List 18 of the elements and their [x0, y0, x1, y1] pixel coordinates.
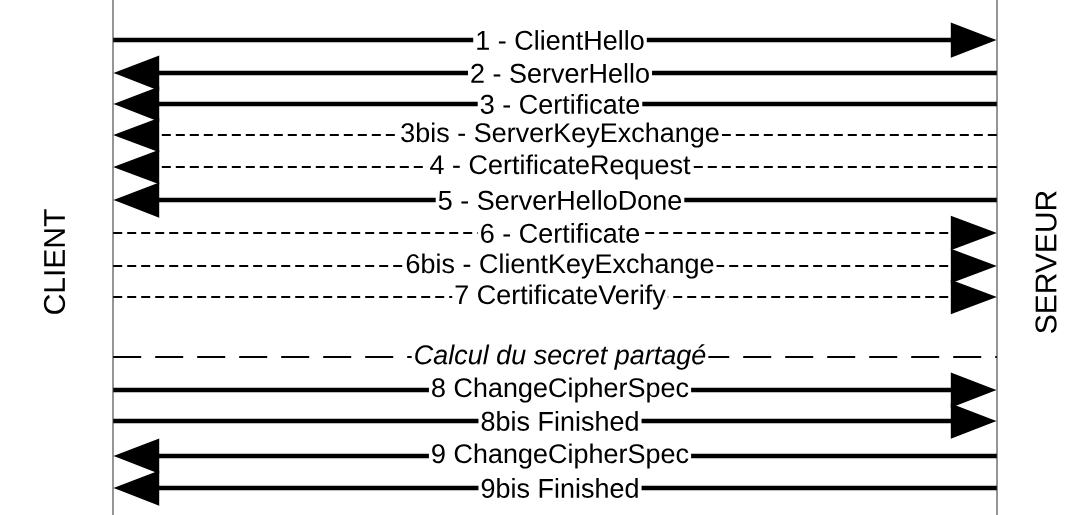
edge-label: 2 - ServerHello [468, 61, 653, 85]
edge-label: Calcul du secret partagé [411, 342, 709, 372]
edge-label: 3bis - ServerKeyExchange [398, 120, 722, 150]
actor-label: CLIENT [43, 209, 66, 314]
edge-label: 9 ChangeCipherSpec [428, 441, 692, 471]
edge-label: 3 - Certificate [477, 92, 643, 116]
edge-label: 8 ChangeCipherSpec [428, 375, 692, 405]
lifeline [996, 0, 998, 515]
edge-label: 4 - CertificateRequest [427, 152, 693, 182]
edge-label: 7 CertificateVerify [452, 282, 668, 312]
edge-label: 6bis - ClientKeyExchange [403, 251, 717, 281]
edge-label: 9bis Finished [478, 476, 642, 500]
lifeline [112, 0, 114, 515]
actor-label: SERVEUR [1035, 191, 1057, 333]
edge-label: 8bis Finished [478, 409, 642, 433]
edge-label: 5 - ServerHelloDone [435, 188, 685, 212]
edge-label: 1 - ClientHello [473, 28, 647, 52]
edge-label: 6 - Certificate [477, 221, 643, 245]
